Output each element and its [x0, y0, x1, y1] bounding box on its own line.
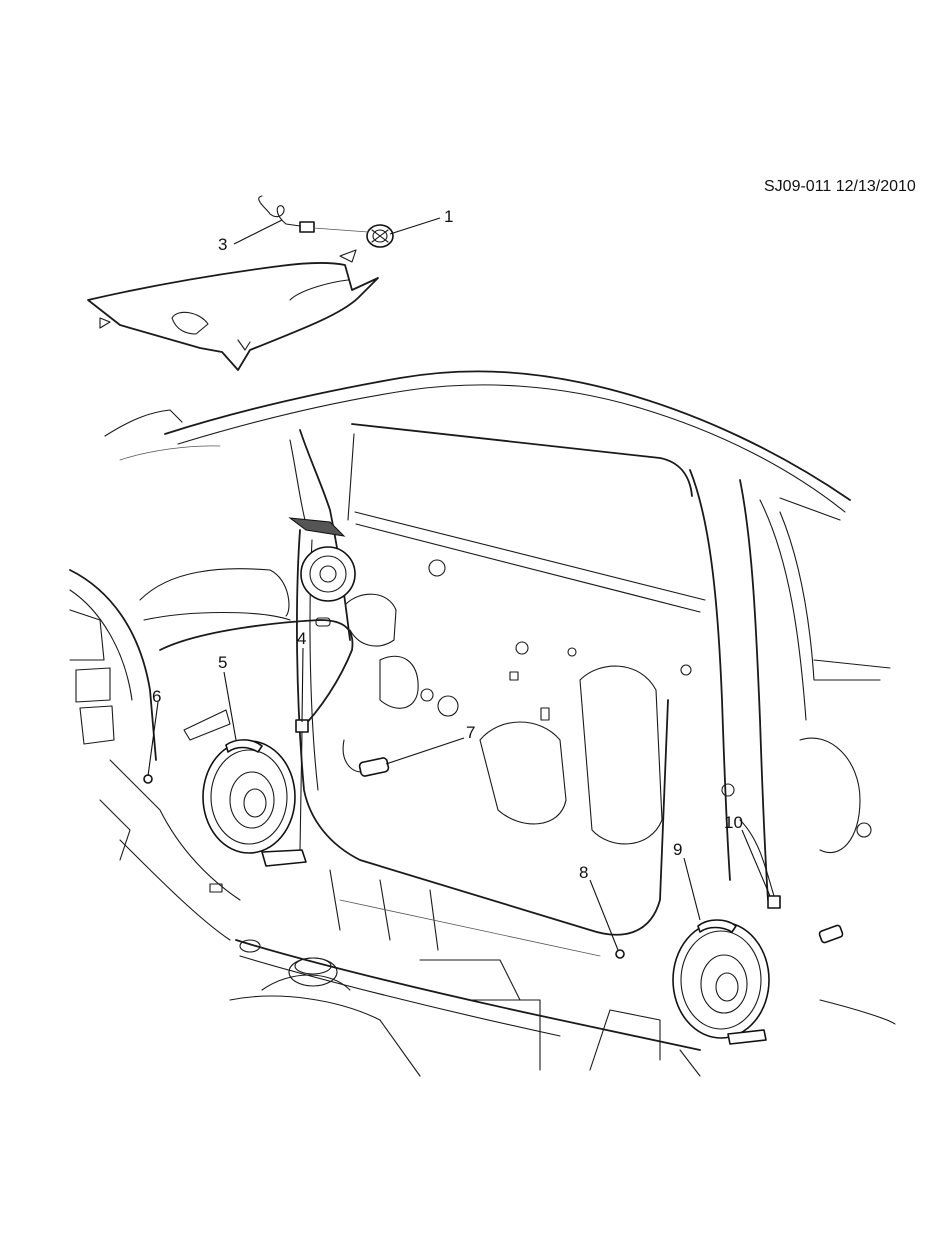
- callout-1: 1: [444, 207, 454, 226]
- instrument-panel: [69, 517, 397, 941]
- door-harness-connector: [342, 739, 390, 777]
- tweeter-wiring-harness: [258, 195, 369, 233]
- callout-7: 7: [466, 723, 476, 742]
- rear-body-clip: [818, 924, 844, 944]
- callout-6: 6: [152, 687, 162, 706]
- drawing-id-label: SJ09-011 12/13/2010: [764, 178, 916, 195]
- rear-speaker-screw: [615, 949, 625, 959]
- callout-3: 3: [218, 235, 228, 254]
- callout-9: 9: [673, 840, 683, 859]
- front-speaker-screw: [143, 774, 153, 784]
- rear-speaker-connector: [739, 819, 781, 909]
- callout-10: 10: [724, 813, 743, 832]
- rear-door-speaker: [672, 919, 770, 1045]
- vehicle-body-structure: [104, 370, 896, 1077]
- callout-4: 4: [297, 629, 307, 648]
- front-speaker-connector: [295, 719, 309, 851]
- tweeter-speaker: [339, 224, 394, 263]
- front-door-speaker: [202, 739, 307, 867]
- callout-5: 5: [218, 653, 228, 672]
- a-pillar-trim-panel: [87, 261, 379, 371]
- callout-8: 8: [579, 863, 589, 882]
- callout-leaders: [147, 217, 771, 951]
